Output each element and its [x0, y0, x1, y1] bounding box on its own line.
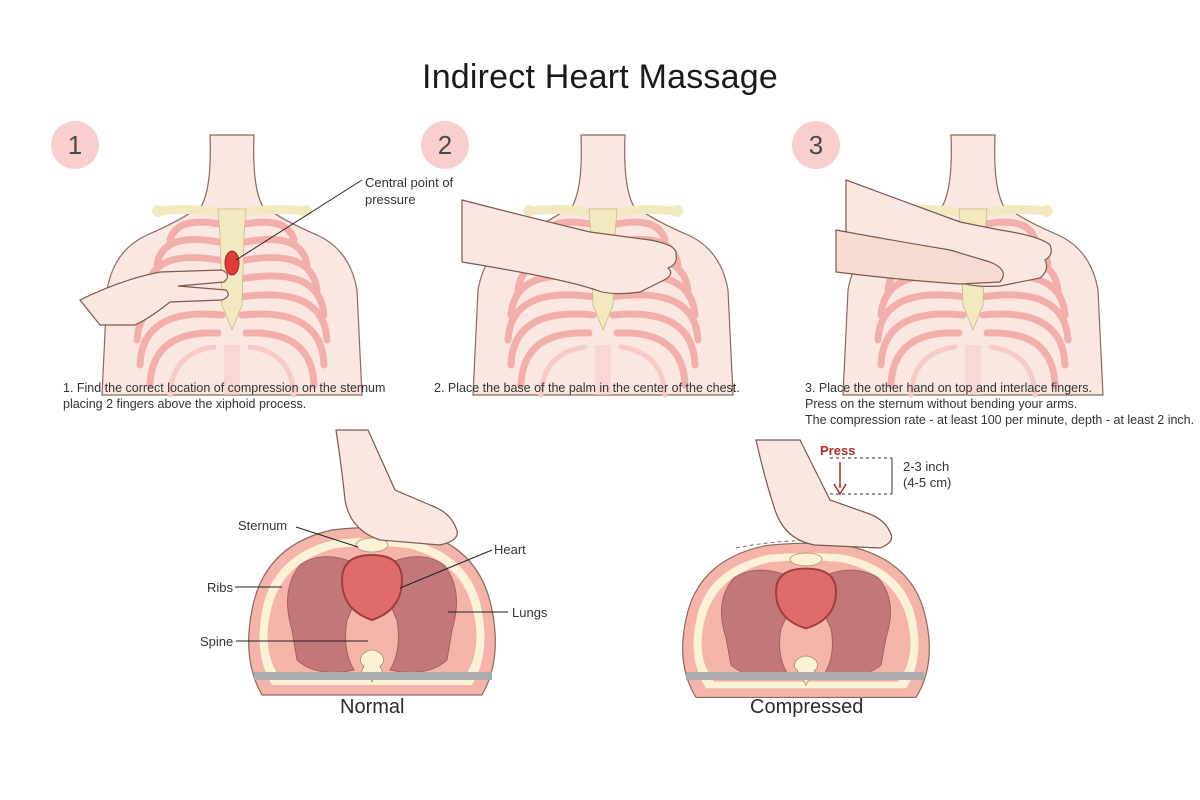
step-1-line-1: 1. Find the correct location of compress…: [63, 381, 386, 395]
label-lungs: Lungs: [512, 605, 548, 620]
hand-step-3-bottom: [835, 229, 1004, 285]
caption-compressed: Compressed: [750, 696, 864, 718]
hand-compressed: [755, 439, 893, 549]
step-3-text: 3. Place the other hand on top and inter…: [805, 380, 1194, 428]
press-arrow-head: [833, 483, 847, 496]
hand-step-2: [461, 199, 677, 295]
step-1-badge: 1: [51, 121, 99, 169]
step-1-line-2: placing 2 fingers above the xiphoid proc…: [63, 397, 307, 411]
sternum-leader: [295, 526, 359, 548]
cross-section-normal: [247, 526, 497, 696]
pressure-callout-line-1: Central point of: [365, 175, 454, 190]
heart-leader: [399, 549, 493, 589]
step-2-text: 2. Place the base of the palm in the cen…: [434, 380, 740, 396]
page-title: Indirect Heart Massage: [422, 58, 778, 96]
step-3-line-2: Press on the sternum without bending you…: [805, 397, 1078, 411]
surface-compressed: [686, 672, 924, 680]
caption-normal: Normal: [340, 696, 405, 718]
depth-label: 2-3 inch (4-5 cm): [903, 459, 951, 491]
label-spine: Spine: [200, 634, 234, 649]
step-3-line-1: 3. Place the other hand on top and inter…: [805, 381, 1092, 395]
step-3-badge: 3: [792, 121, 840, 169]
surface-normal: [254, 672, 492, 680]
pressure-point-marker: [224, 250, 240, 276]
step-3-line-3: The compression rate - at least 100 per …: [805, 413, 1195, 427]
press-label: Press: [820, 443, 856, 458]
pressure-callout: Central point of pressure: [365, 174, 453, 208]
step-2-line-1: 2. Place the base of the palm in the cen…: [434, 381, 740, 395]
step-2-badge: 2: [421, 121, 469, 169]
depth-label-cm: (4-5 cm): [903, 475, 952, 490]
hand-normal: [335, 429, 458, 546]
callout-line: [235, 179, 363, 261]
pressure-callout-line-2: pressure: [365, 192, 416, 207]
label-heart: Heart: [494, 542, 526, 557]
hand-step-1: [79, 269, 229, 326]
depth-label-inch: 2-3 inch: [903, 459, 950, 474]
step-1-text: 1. Find the correct location of compress…: [63, 380, 385, 412]
label-ribs: Ribs: [207, 580, 234, 595]
label-sternum: Sternum: [238, 518, 288, 533]
